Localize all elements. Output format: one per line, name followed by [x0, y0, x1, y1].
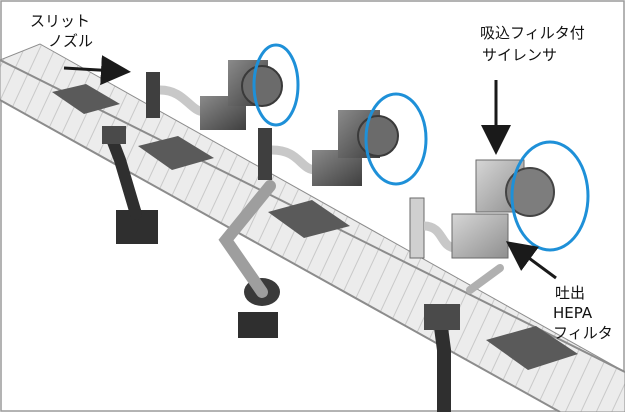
conveyor-belt — [0, 43, 625, 412]
nozzle-station-3 — [409, 159, 555, 259]
tray — [138, 136, 214, 170]
robot-arm-3 — [424, 264, 504, 412]
intake-filter-label-line2: サイレンサ — [482, 46, 558, 64]
tray — [52, 84, 120, 114]
exhaust-filter-label-line2: HEPA — [553, 304, 593, 322]
highlight-ring-intake-1 — [252, 43, 300, 127]
slit-nozzle-label-line2: ノズル — [48, 32, 94, 50]
tray — [268, 200, 350, 238]
highlight-ring-intake-3 — [510, 140, 590, 252]
exhaust-filter-label-line3: フィルタ — [553, 324, 613, 342]
highlight-ring-intake-2 — [364, 92, 428, 186]
slit-nozzle-label-line1: スリット — [30, 12, 91, 30]
robot-arm-2 — [218, 180, 280, 338]
exhaust-filter-label-line1: 吐出 — [555, 284, 586, 302]
robot-arm-1 — [102, 126, 158, 244]
slit-nozzle-arrow — [63, 55, 131, 86]
nozzle-station-1 — [146, 60, 283, 130]
tray — [486, 326, 578, 370]
exhaust-filter-arrow — [505, 241, 557, 280]
intake-filter-label-line1: 吸込フィルタ付 — [480, 24, 585, 42]
